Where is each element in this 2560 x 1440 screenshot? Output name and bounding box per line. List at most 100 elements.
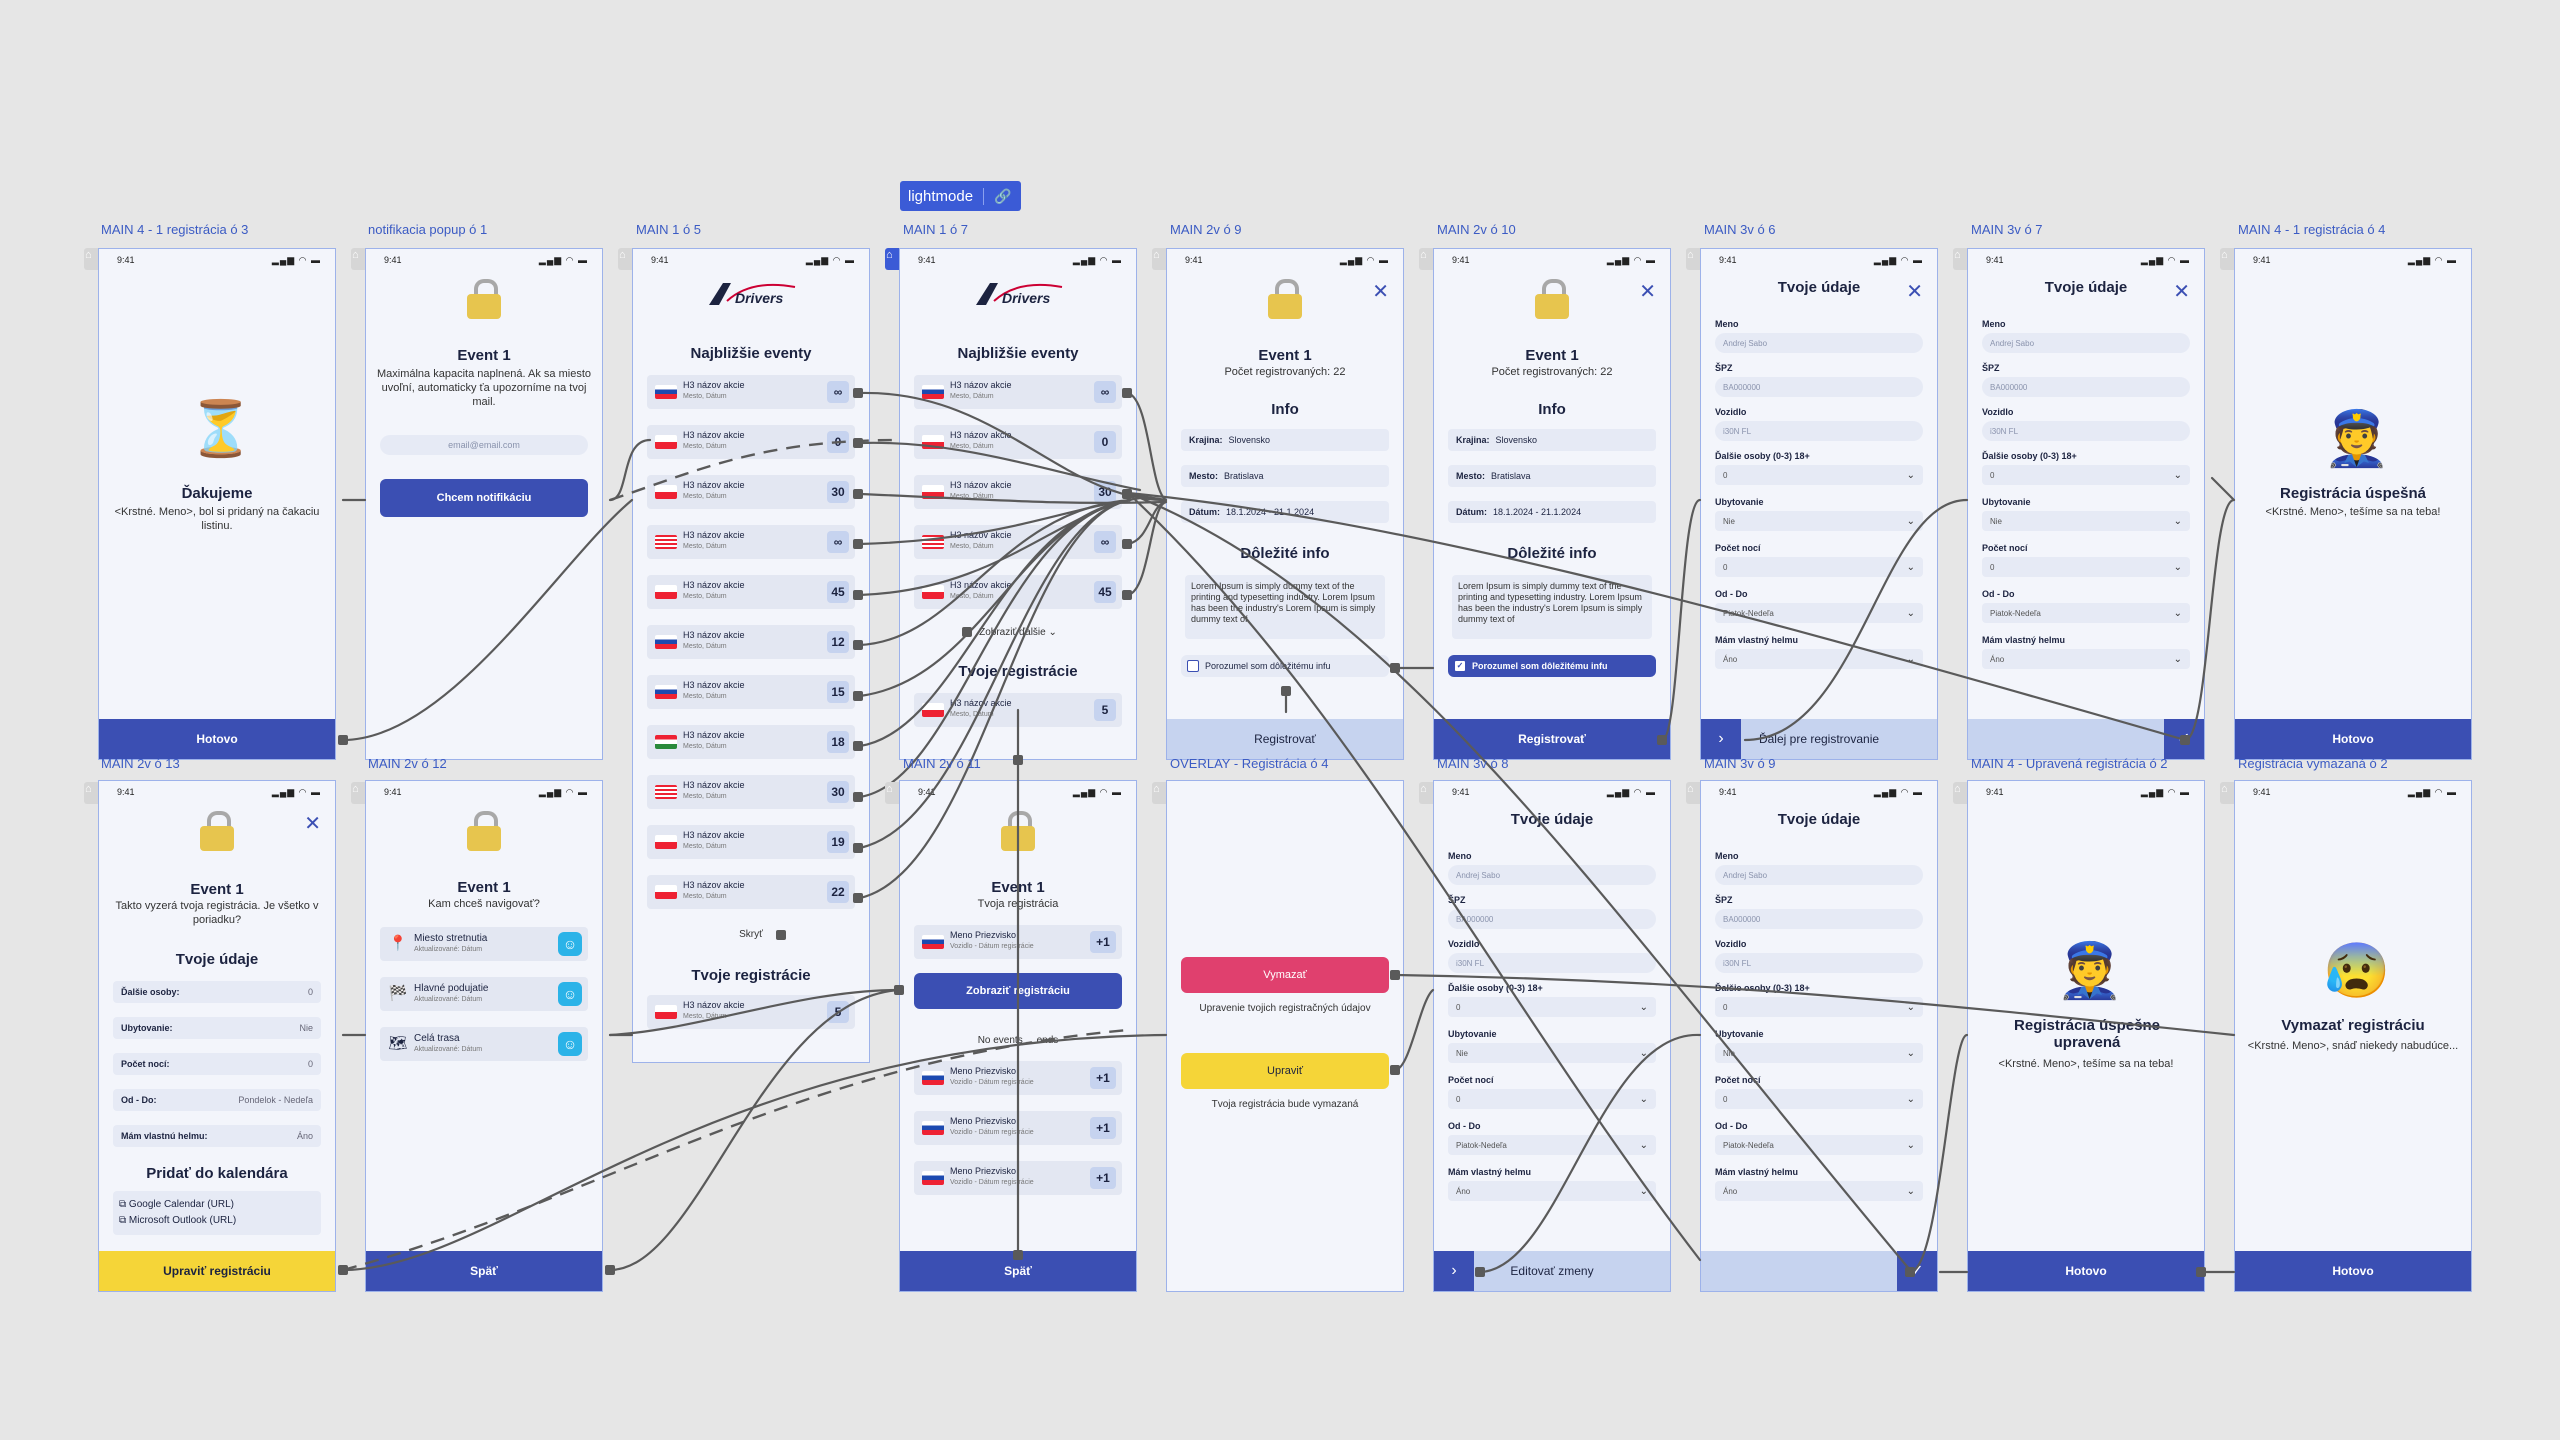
name-field[interactable]: Andrej Sabo	[1448, 865, 1656, 885]
done-button[interactable]: Hotovo	[2235, 719, 2471, 759]
stay-select[interactable]: Nie⌄	[1448, 1043, 1656, 1063]
delete-button[interactable]: Vymazať	[1181, 957, 1389, 993]
home-icon[interactable]	[618, 248, 632, 270]
home-icon[interactable]	[1419, 782, 1433, 804]
home-icon[interactable]	[885, 248, 899, 270]
stay-select[interactable]: Nie⌄	[1715, 1043, 1923, 1063]
done-button[interactable]: Hotovo	[99, 719, 335, 759]
vehicle-field[interactable]: i30N FL	[1715, 421, 1923, 441]
outlook-calendar-link[interactable]: ⧉ Microsoft Outlook (URL)	[119, 1215, 237, 1226]
persons-select[interactable]: 0⌄	[1982, 465, 2190, 485]
range-select[interactable]: Piatok-Nedeľa⌄	[1715, 603, 1923, 623]
plate-field[interactable]: BA000000	[1448, 909, 1656, 929]
plate-field[interactable]: BA000000	[1982, 377, 2190, 397]
range-select[interactable]: Piatok-Nedeľa⌄	[1715, 1135, 1923, 1155]
plate-field[interactable]: BA000000	[1715, 377, 1923, 397]
close-icon[interactable]: ✕	[1906, 281, 1923, 303]
edit-registration-button[interactable]: Upraviť registráciu	[99, 1251, 335, 1291]
home-icon[interactable]	[2220, 248, 2234, 270]
hide-link[interactable]: Skryť	[739, 929, 763, 940]
agree-checkbox[interactable]: Porozumel som dôležitému infu	[1181, 655, 1389, 677]
name-field[interactable]: Andrej Sabo	[1715, 865, 1923, 885]
home-icon[interactable]	[351, 248, 365, 270]
nights-select[interactable]: 0⌄	[1982, 557, 2190, 577]
vehicle-field[interactable]: i30N FL	[1715, 953, 1923, 973]
back-button[interactable]: Späť	[366, 1251, 602, 1291]
home-icon[interactable]	[1953, 782, 1967, 804]
plate-field[interactable]: BA000000	[1715, 909, 1923, 929]
name-field[interactable]: Andrej Sabo	[1715, 333, 1923, 353]
home-icon[interactable]	[351, 782, 365, 804]
agree-checkbox-checked[interactable]: ✓Porozumel som dôležitému infu	[1448, 655, 1656, 677]
home-icon[interactable]	[1419, 248, 1433, 270]
home-icon[interactable]	[2220, 782, 2234, 804]
lightmode-tag[interactable]: lightmode 🔗	[900, 181, 1022, 211]
home-icon[interactable]	[1686, 782, 1700, 804]
back-button[interactable]: Späť	[900, 1251, 1136, 1291]
nights-select[interactable]: 0⌄	[1715, 1089, 1923, 1109]
home-icon[interactable]	[84, 248, 98, 270]
close-icon[interactable]: ✕	[1372, 281, 1389, 303]
show-registration-button[interactable]: Zobraziť registráciu	[914, 973, 1122, 1009]
done-button[interactable]: Hotovo	[2235, 1251, 2471, 1291]
home-icon[interactable]	[1686, 248, 1700, 270]
checkmark-icon[interactable]: ✓	[1897, 1251, 1937, 1291]
range-select[interactable]: Piatok-Nedeľa⌄	[1982, 603, 2190, 623]
helmet-select[interactable]: Áno⌄	[1448, 1181, 1656, 1201]
done-button[interactable]: Hotovo	[1968, 1251, 2204, 1291]
home-icon[interactable]	[1152, 248, 1166, 270]
notify-button[interactable]: Chcem notifikáciu	[380, 479, 588, 517]
show-more-link[interactable]: Zobraziť ďalšie ⌄	[979, 627, 1057, 638]
close-icon[interactable]: ✕	[1639, 281, 1656, 303]
helmet-select[interactable]: Áno⌄	[1715, 1181, 1923, 1201]
name-field[interactable]: Andrej Sabo	[1982, 333, 2190, 353]
nights-select[interactable]: 0⌄	[1448, 1089, 1656, 1109]
chevron-right-icon[interactable]: ›	[1701, 719, 1741, 759]
persons-select[interactable]: 0⌄	[1715, 997, 1923, 1017]
link-icon[interactable]: 🔗	[983, 187, 1021, 205]
vehicle-field[interactable]: i30N FL	[1982, 421, 2190, 441]
vehicle-field[interactable]: i30N FL	[1448, 953, 1656, 973]
home-icon[interactable]	[1953, 248, 1967, 270]
close-icon[interactable]: ✕	[304, 813, 321, 835]
edit-button[interactable]: Upraviť	[1181, 1053, 1389, 1089]
close-icon[interactable]: ✕	[2173, 281, 2190, 303]
home-icon[interactable]	[1152, 782, 1166, 804]
google-calendar-link[interactable]: ⧉ Google Calendar (URL)	[119, 1199, 234, 1210]
home-icon[interactable]	[885, 782, 899, 804]
persons-select[interactable]: 0⌄	[1448, 997, 1656, 1017]
helmet-select[interactable]: Áno⌄	[1715, 649, 1923, 669]
email-field[interactable]: email@email.com	[380, 435, 588, 455]
register-button[interactable]: Registrovať	[1434, 719, 1670, 759]
checkmark-icon[interactable]: ✓	[2164, 719, 2204, 759]
chevron-right-icon[interactable]: ›	[1434, 1251, 1474, 1291]
helmet-select[interactable]: Áno⌄	[1982, 649, 2190, 669]
stay-select[interactable]: Nie⌄	[1982, 511, 2190, 531]
stay-select[interactable]: Nie⌄	[1715, 511, 1923, 531]
home-icon[interactable]	[84, 782, 98, 804]
nights-select[interactable]: 0⌄	[1715, 557, 1923, 577]
persons-select[interactable]: 0⌄	[1715, 465, 1923, 485]
range-select[interactable]: Piatok-Nedeľa⌄	[1448, 1135, 1656, 1155]
